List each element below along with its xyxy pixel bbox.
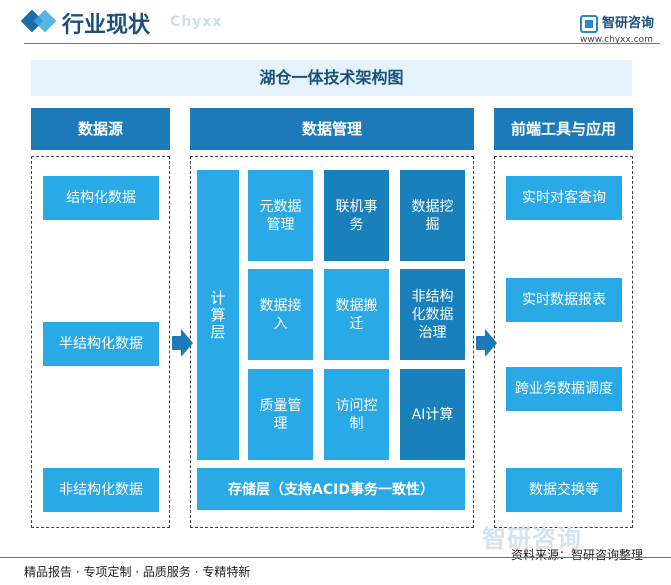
footer-watermark: 智研咨询 [482,525,582,553]
header-divider [24,43,660,44]
cell-data-migration: 数据搬迁 [324,269,389,360]
footer-divider [0,557,671,558]
cell-metadata-management: 元数据管理 [248,170,313,261]
cell-data-ingestion: 数据接入 [248,269,313,360]
arrow-right-icon [172,329,194,357]
logo-name: 智研咨询 [602,16,655,31]
cell-oltp: 联机事务 [324,170,389,261]
cell-quality-management: 质量管理 [248,369,313,460]
source-item-unstructured: 非结构化数据 [43,468,159,512]
column-header-source: 数据源 [31,108,170,150]
compute-layer: 计算层 [197,170,239,460]
column-header-frontend: 前端工具与应用 [494,108,633,150]
source-item-semistructured: 半结构化数据 [43,322,159,366]
site-url: www.chyxx.com [580,35,653,45]
data-source-note: 资料来源：智研咨询整理 [511,548,644,562]
app-item-realtime-query: 实时对客查询 [506,176,622,220]
column-header-management: 数据管理 [190,108,474,150]
diagram-title: 湖仓一体技术架构图 [31,60,632,96]
section-title: 行业现状 [62,13,151,38]
diamond-icon-secondary [33,9,57,33]
storage-layer: 存储层（支持ACID事务一致性） [197,468,465,510]
cell-access-control: 访问控制 [324,369,389,460]
app-item-data-exchange: 数据交换等 [506,468,622,512]
app-item-cross-business-dispatch: 跨业务数据调度 [506,367,622,411]
page-header: 行业现状 Chyxx 智研咨询 www.chyxx.com [0,0,671,48]
footer-slogan: 精品报告 · 专项定制 · 品质服务 · 专精特新 [24,565,251,579]
arrow-right-icon [476,329,498,357]
watermark-text: Chyxx [170,14,223,30]
cell-ai-compute: AI计算 [400,369,465,460]
source-item-structured: 结构化数据 [43,176,159,220]
app-item-realtime-report: 实时数据报表 [506,278,622,322]
cell-data-mining: 数据挖掘 [400,170,465,261]
cell-unstructured-governance: 非结构化数据治理 [400,269,465,360]
logo-icon [580,15,598,33]
